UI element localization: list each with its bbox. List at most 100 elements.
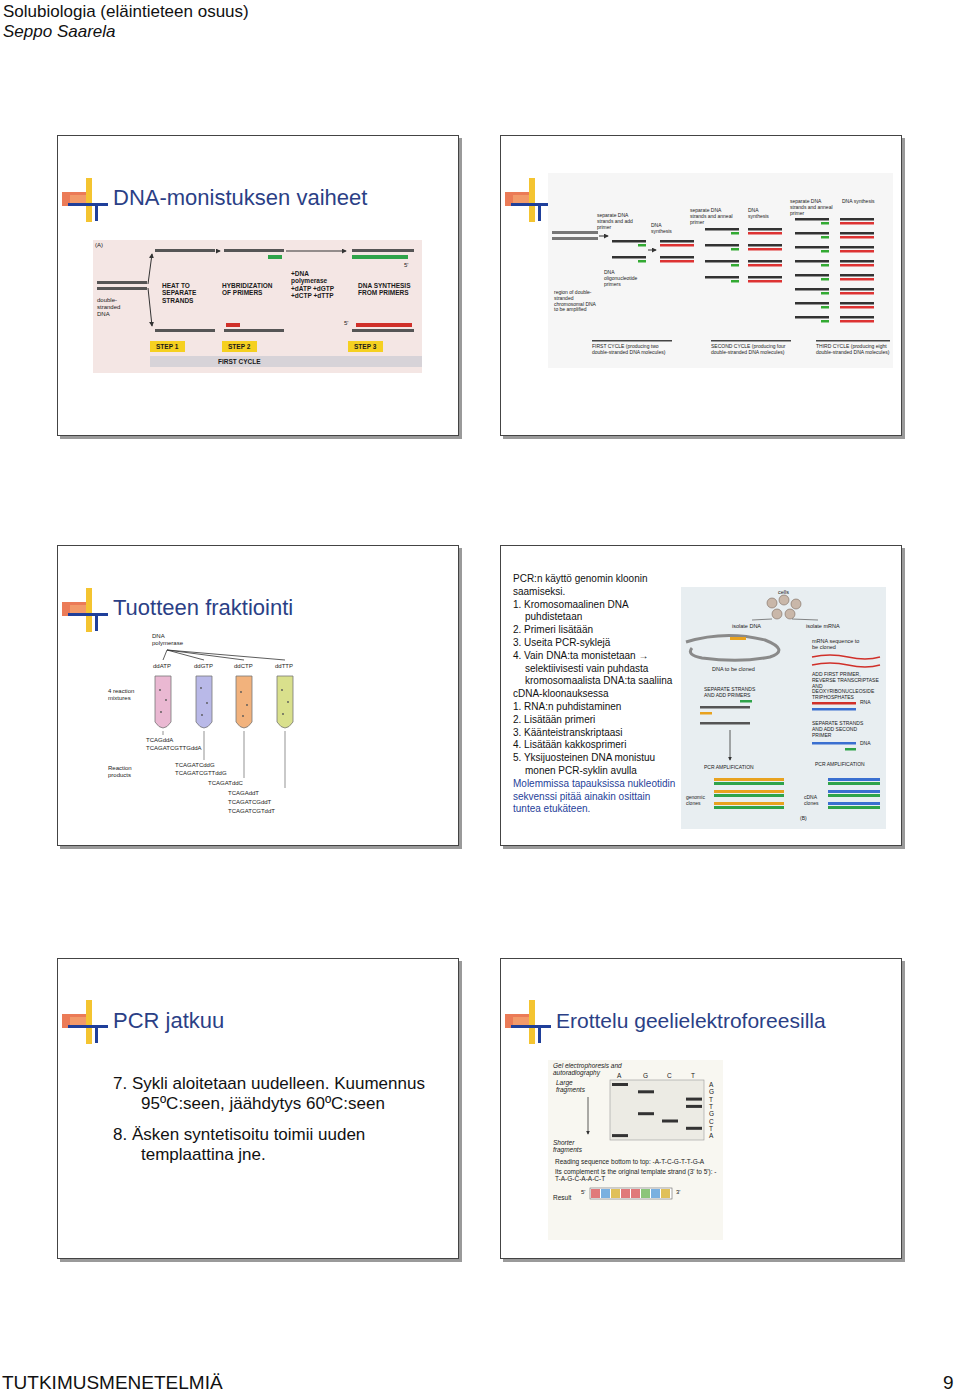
- figure-label: Reading sequence bottom to top: -A-T-C-G…: [555, 1158, 720, 1165]
- figure-label: Shorter fragments: [553, 1139, 586, 1154]
- bullet-text: Molemmissa tapauksissa nukleotidin sekve…: [513, 778, 678, 816]
- pcr-cycles-figure: [705, 260, 739, 267]
- title-icon: [62, 178, 108, 222]
- figure-label: Large fragments: [556, 1079, 586, 1094]
- pcr-step-figure: [97, 287, 147, 290]
- cloning-figure: [812, 663, 880, 667]
- gel-figure: [638, 1112, 654, 1115]
- figure-label: (A): [95, 242, 103, 249]
- figure-label: separate DNA strands and add primer: [597, 213, 639, 230]
- cloning-figure: [828, 790, 880, 793]
- page-header: Solubiologia (eläintieteen osuus): [3, 2, 249, 22]
- figure-label: FIRST CYCLE: [218, 358, 261, 365]
- sequencing-tubes-figure: [155, 676, 171, 728]
- slide-title: Erottelu geelielektroforeesilla: [556, 1008, 826, 1033]
- figure-label: (B): [800, 816, 807, 822]
- figure-label: DNA SYNTHESIS FROM PRIMERS: [358, 282, 414, 297]
- pcr-cycles-figure: [705, 276, 739, 283]
- cloning-figure: [730, 730, 731, 760]
- figure-label: Reaction products: [108, 765, 142, 779]
- figure-label: TCAGAddT: [228, 790, 259, 797]
- figure-label: Result: [553, 1194, 571, 1201]
- pcr-cycles-figure: [816, 340, 890, 342]
- bullet-text: 1. Kromosomaalinen DNA puhdistetaan: [513, 599, 678, 625]
- pcr-step-figure: [93, 240, 422, 373]
- figure-label: isolate mRNA: [806, 623, 840, 629]
- bullet-text: 7. Sykli aloitetaan uudelleen. Kuumennus…: [113, 1074, 458, 1115]
- figure-label: C: [667, 1072, 672, 1079]
- figure-label: T: [691, 1072, 695, 1079]
- figure-label: mRNA sequence to be cloned: [812, 638, 864, 651]
- pcr-step-figure: [93, 240, 422, 373]
- figure-label: RNA: [860, 700, 871, 706]
- sequencing-tubes-figure: [165, 699, 167, 701]
- figure-label: cells: [778, 589, 789, 595]
- gel-figure: [631, 1189, 640, 1198]
- gel-figure: [686, 1127, 702, 1130]
- cloning-figure: [828, 806, 880, 809]
- pcr-cycles-figure: [748, 228, 782, 235]
- pcr-cycles-figure: [795, 218, 829, 225]
- pcr-step-figure: [150, 356, 422, 367]
- figure-label: STEP 1: [156, 343, 178, 350]
- figure-label: DNA synthesis: [748, 208, 780, 220]
- pcr-cycles-figure: [748, 244, 782, 251]
- pcr-cycles-figure: [795, 302, 829, 309]
- pcr-step-figure: [222, 341, 257, 352]
- figure-label: THIRD CYCLE (producing eight double-stra…: [816, 344, 890, 356]
- bullet-text: 5. Yksijuosteinen DNA monistuu monen PCR…: [513, 752, 678, 778]
- slide-title: PCR jatkuu: [113, 1008, 224, 1034]
- cloning-figure: [752, 619, 818, 620]
- pcr-step-figure: [217, 251, 220, 252]
- sequencing-tubes-figure: [163, 650, 285, 660]
- cloning-figure: [812, 742, 856, 745]
- sequencing-tubes-figure: [163, 731, 285, 788]
- sequencing-tubes-figure: [287, 701, 289, 703]
- pcr-cycles-figure: [548, 173, 893, 368]
- gel-figure: [686, 1098, 702, 1101]
- figure-label: DNA synthesis: [651, 223, 683, 235]
- cloning-figure: [740, 700, 752, 703]
- pcr-cycles-figure: [795, 274, 829, 281]
- cloning-figure: [681, 587, 886, 829]
- figure-label: SECOND CYCLE (producing four double-stra…: [711, 344, 791, 356]
- pcr-cycles-figure: [840, 274, 874, 281]
- slide-title: Tuotteen fraktiointi: [113, 595, 293, 621]
- pcr-cycles-figure: [660, 240, 694, 247]
- gel-figure: [610, 1080, 704, 1140]
- pcr-cycles-figure: [660, 256, 694, 263]
- figure-label: A: [617, 1072, 621, 1079]
- figure-label: 3': [676, 1189, 680, 1196]
- cloning-figure: [714, 790, 784, 793]
- gel-figure: [548, 1060, 723, 1240]
- figure-label: 5': [581, 1189, 585, 1196]
- figure-label: PCR AMPLIFICATION: [815, 762, 865, 768]
- figure-label: +DNA polymerase +dATP +dGTP +dCTP +dTTP: [291, 270, 345, 300]
- figure-label: Its complement is the original template …: [555, 1168, 720, 1183]
- cloning-figure: [700, 706, 750, 709]
- cloning-figure: [714, 778, 784, 809]
- pcr-cycles-figure: [748, 276, 782, 283]
- cloning-figure: [779, 595, 789, 605]
- figure-label: TCAGATCGddT: [228, 799, 271, 806]
- figure-label: T: [709, 1103, 713, 1110]
- cloning-figure: [686, 635, 779, 660]
- cloning-figure: [714, 794, 784, 797]
- sequencing-tubes-figure: [236, 676, 252, 728]
- page-footer: TUTKIMUSMENETELMIÄ: [2, 1372, 223, 1394]
- pcr-cycles-figure: [612, 256, 646, 263]
- pcr-cycles-figure: [840, 288, 874, 295]
- figure-label: double-stranded DNA: [97, 297, 125, 318]
- author-name: Seppo Saarela: [3, 22, 115, 42]
- figure-label: TCAGATddC: [208, 780, 243, 787]
- title-icon: [62, 1000, 108, 1044]
- pcr-cycles-figure: [840, 316, 874, 323]
- cloning-figure: [812, 702, 856, 705]
- cloning-figure: [714, 802, 784, 805]
- cloning-figure: [700, 722, 750, 725]
- figure-label: STEP 2: [228, 343, 250, 350]
- pcr-cycles-figure: [548, 173, 893, 368]
- pcr-cycles-figure: [795, 288, 829, 295]
- pcr-step-figure: [224, 249, 284, 252]
